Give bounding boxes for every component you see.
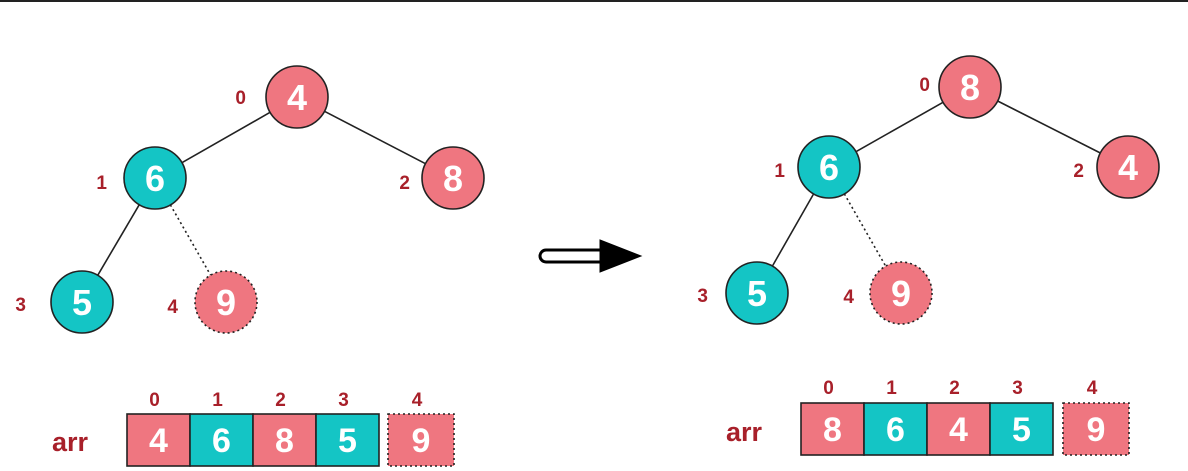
- array-cell-value: 9: [412, 422, 431, 460]
- array-index-label: 2: [949, 378, 960, 399]
- array-cell-value: 4: [149, 422, 168, 460]
- tree-edge-dashed: [843, 193, 887, 267]
- top-divider: [0, 0, 1188, 2]
- array-index-label: 2: [275, 390, 286, 411]
- array-cell-box: [800, 402, 865, 456]
- array-cell: 80: [800, 378, 865, 456]
- array-cell: 94: [1062, 378, 1130, 456]
- tree-edge-dashed: [169, 204, 212, 276]
- node-index-label: 0: [235, 88, 246, 109]
- array-cell-value: 6: [212, 422, 231, 460]
- tree-edge: [181, 111, 271, 164]
- array-cell: 82: [252, 390, 317, 467]
- tree-node: 6: [797, 135, 861, 199]
- tree-node: 9: [869, 261, 933, 325]
- array-cell-value: 4: [949, 411, 968, 449]
- right-arrow-icon: [538, 239, 643, 273]
- tree-edge: [97, 204, 140, 276]
- array-cell-box: [189, 413, 254, 467]
- node-circle: [194, 270, 258, 334]
- array-index-label: 1: [886, 378, 897, 399]
- node-value: 4: [287, 77, 307, 118]
- array-cell-box: [926, 402, 991, 456]
- array-cell: 61: [189, 390, 254, 467]
- node-index-label: 3: [697, 286, 708, 307]
- node-circle: [869, 261, 933, 325]
- tree-edges: [771, 100, 1101, 267]
- node-value: 8: [960, 67, 980, 108]
- array-index-label: 3: [338, 390, 349, 411]
- tree-node: 4: [1096, 135, 1160, 199]
- tree-node: 8: [421, 146, 485, 210]
- node-value: 6: [819, 147, 839, 188]
- node-index-label: 2: [1073, 161, 1084, 182]
- array-cell-value: 8: [275, 422, 294, 460]
- node-circle: [265, 65, 329, 129]
- array-cell: 40: [126, 390, 191, 467]
- array-cell-value: 5: [338, 422, 357, 460]
- array-index-label: 4: [1087, 378, 1098, 399]
- node-value: 4: [1118, 147, 1138, 188]
- tree-node: 9: [194, 270, 258, 334]
- node-value: 9: [891, 273, 911, 314]
- arrow-head: [599, 239, 643, 273]
- tree-node: 8: [938, 55, 1002, 119]
- arr-label: arr: [52, 427, 89, 457]
- node-value: 5: [72, 282, 92, 323]
- array-cell-value: 6: [886, 411, 905, 449]
- node-circle: [938, 55, 1002, 119]
- array-cell: 53: [989, 378, 1054, 456]
- tree-edge: [855, 101, 944, 153]
- array-cell-box: [387, 413, 455, 467]
- node-index-label: 1: [96, 173, 107, 194]
- tree-edge: [324, 110, 426, 165]
- array-index-label: 4: [412, 390, 423, 411]
- arr-label: arr: [726, 417, 763, 447]
- array-cell-box: [1062, 402, 1130, 456]
- array-cell: 94: [387, 390, 455, 467]
- node-index-label: 0: [919, 75, 930, 96]
- node-circle: [725, 261, 789, 325]
- node-circle: [797, 135, 861, 199]
- tree-node: 5: [50, 270, 114, 334]
- node-index-label: 4: [843, 287, 854, 308]
- array-index-label: 0: [823, 378, 834, 399]
- node-index-label: 4: [167, 297, 178, 318]
- array-cell-value: 5: [1012, 411, 1031, 449]
- tree-edge: [771, 193, 815, 267]
- array-cell-box: [989, 402, 1054, 456]
- arrow-shaft: [538, 248, 606, 264]
- node-value: 5: [747, 273, 767, 314]
- node-index-label: 1: [774, 161, 785, 182]
- array-index-label: 1: [212, 390, 223, 411]
- array-cell: 42: [926, 378, 991, 456]
- tree-node: 4: [265, 65, 329, 129]
- array-cell-value: 8: [823, 411, 842, 449]
- array-index-label: 0: [149, 390, 160, 411]
- tree-edges: [97, 110, 426, 276]
- node-circle: [1096, 135, 1160, 199]
- array-cell-box: [315, 413, 380, 467]
- array-cell: 61: [863, 378, 928, 456]
- node-circle: [421, 146, 485, 210]
- node-circle: [123, 146, 187, 210]
- node-value: 6: [145, 158, 165, 199]
- node-circle: [50, 270, 114, 334]
- node-value: 8: [443, 158, 463, 199]
- node-index-label: 3: [15, 295, 26, 316]
- node-value: 9: [216, 282, 236, 323]
- node-index-label: 2: [399, 173, 410, 194]
- array-cell: 53: [315, 390, 380, 467]
- tree-node: 5: [725, 261, 789, 325]
- tree-edge: [997, 100, 1101, 154]
- array-index-label: 3: [1012, 378, 1023, 399]
- tree-node: 6: [123, 146, 187, 210]
- array-cell-value: 9: [1087, 411, 1106, 449]
